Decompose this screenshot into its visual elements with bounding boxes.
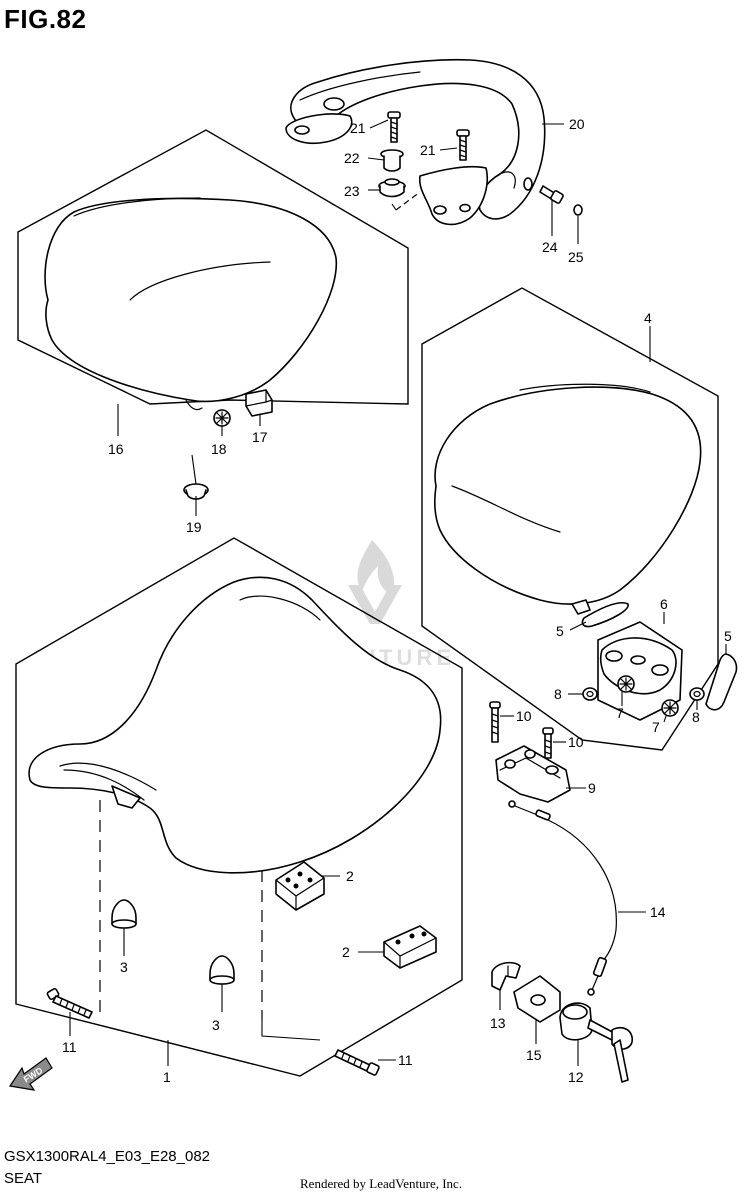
callout-15: 15 xyxy=(526,1047,542,1063)
callout-12: 12 xyxy=(568,1069,584,1085)
grab-rail xyxy=(290,58,546,220)
bolt-21-right xyxy=(456,129,470,161)
callout-5-right: 5 xyxy=(724,628,732,644)
callout-22: 22 xyxy=(344,150,360,166)
callout-3-lower: 3 xyxy=(212,1017,220,1033)
cushion-3-upper xyxy=(111,899,137,929)
callout-8-right: 8 xyxy=(692,709,700,725)
callout-10-right: 10 xyxy=(568,734,584,750)
callout-14: 14 xyxy=(650,904,666,920)
callout-7-upper: 7 xyxy=(616,705,624,721)
callout-20: 20 xyxy=(569,116,585,132)
bolt-10-right xyxy=(542,727,554,759)
front-seat-frame xyxy=(15,537,463,1077)
bolt-11-right xyxy=(334,1049,380,1076)
callout-11-left: 11 xyxy=(62,1039,77,1055)
callout-11-right: 11 xyxy=(398,1052,413,1068)
rendered-by-credit: Rendered by LeadVenture, Inc. xyxy=(300,1176,463,1191)
clip-7-lower xyxy=(661,699,679,717)
grommet-19 xyxy=(183,454,209,500)
pillion-seat-frame xyxy=(421,287,719,751)
damper-2-upper xyxy=(275,861,325,911)
callout-21-right: 21 xyxy=(420,142,436,158)
leader-lines xyxy=(69,119,727,1066)
callout-23: 23 xyxy=(344,183,360,199)
collar-22 xyxy=(380,149,404,172)
callout-3-upper: 3 xyxy=(120,959,128,975)
callout-2-upper: 2 xyxy=(346,868,354,884)
callout-17: 17 xyxy=(252,429,268,445)
callout-21-left: 21 xyxy=(350,120,366,136)
rear-seat-frame xyxy=(17,129,409,405)
callout-2-lower: 2 xyxy=(342,944,350,960)
callout-7-lower: 7 xyxy=(652,719,660,735)
bolt-11-left xyxy=(46,987,93,1019)
callout-4: 4 xyxy=(644,310,652,326)
lock-cylinder-12 xyxy=(559,1002,633,1083)
bolt-24 xyxy=(539,185,564,204)
figure-title: FIG.82 xyxy=(4,4,87,34)
callout-18: 18 xyxy=(211,441,227,457)
callout-9: 9 xyxy=(588,780,596,796)
callout-1: 1 xyxy=(163,1069,171,1085)
damper-17 xyxy=(245,389,273,417)
callout-8-left: 8 xyxy=(554,686,562,702)
bolt-21-left xyxy=(387,111,401,143)
callout-25: 25 xyxy=(568,249,584,265)
callout-10-left: 10 xyxy=(516,708,532,724)
nut-25 xyxy=(573,204,583,216)
callout-5-left: 5 xyxy=(556,623,564,639)
pillion-seat-group xyxy=(421,287,738,751)
front-seat-group xyxy=(15,537,463,1077)
model-code: GSX1300RAL4_E03_E28_082 xyxy=(4,1148,211,1165)
pad-5-long xyxy=(705,653,738,711)
rear-seat-cushion xyxy=(44,197,338,403)
callout-labels: 20 21 21 22 23 24 25 16 18 17 19 4 5 5 6… xyxy=(62,116,732,1085)
section-name: SEAT xyxy=(4,1170,43,1187)
damper-2-lower xyxy=(383,925,437,969)
holder-15 xyxy=(513,975,561,1023)
cushion-8-right xyxy=(689,687,705,701)
bracket-6 xyxy=(597,621,683,721)
pad-5-small xyxy=(581,602,629,628)
bracket-13 xyxy=(491,961,521,991)
callout-24: 24 xyxy=(542,239,558,255)
callout-6: 6 xyxy=(660,596,668,612)
cushion-3-lower xyxy=(209,955,235,985)
front-seat-cushion xyxy=(28,576,442,874)
rear-seat-group xyxy=(17,129,409,500)
pillion-seat-cushion xyxy=(434,386,702,605)
cushion-23 xyxy=(378,178,406,198)
cushion-8-left xyxy=(582,687,598,701)
clip-18 xyxy=(213,409,231,427)
callout-13: 13 xyxy=(490,1015,506,1031)
callout-19: 19 xyxy=(186,519,202,535)
fwd-arrow-icon: FWD xyxy=(8,1057,53,1091)
clip-7-upper xyxy=(617,675,635,693)
seat-lock-group xyxy=(489,701,633,1083)
bolt-10-left xyxy=(489,701,501,743)
callout-16: 16 xyxy=(108,441,124,457)
cable-14 xyxy=(508,800,617,996)
grab-rail-group xyxy=(285,58,583,226)
